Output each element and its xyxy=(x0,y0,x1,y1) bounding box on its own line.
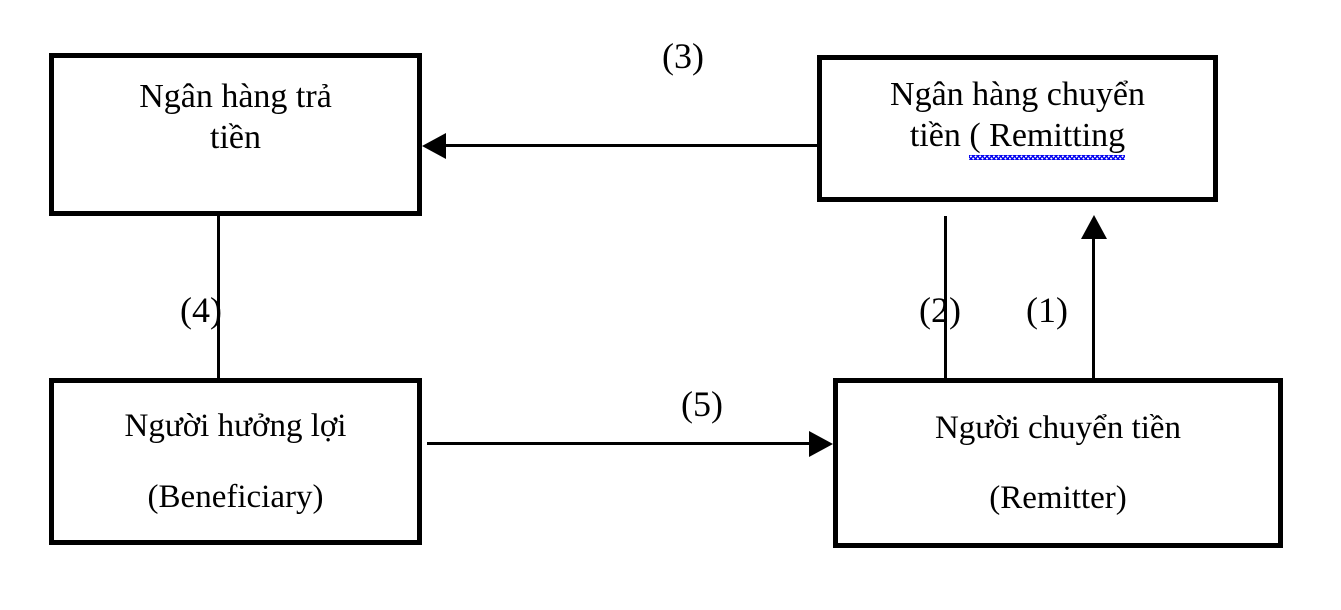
edge-3-arrowhead xyxy=(422,133,446,159)
node-remitter-line1: Người chuyển tiền xyxy=(934,409,1182,446)
edge-3-line xyxy=(444,144,819,147)
node-remitting-bank-line1: Ngân hàng chuyển xyxy=(890,76,1145,113)
node-paying-bank[interactable]: Ngân hàng trả tiền xyxy=(49,53,422,216)
node-beneficiary-line1: Người hưởng lợi xyxy=(124,408,347,445)
edge-5-label: (5) xyxy=(681,384,723,424)
edge-1-line xyxy=(1092,237,1095,379)
edge-2-line xyxy=(944,216,947,379)
edge-4-label: (4) xyxy=(180,290,222,330)
edge-1-arrowhead xyxy=(1081,215,1107,239)
edge-2-label: (2) xyxy=(919,290,961,330)
edge-5-arrowhead xyxy=(809,431,833,457)
node-beneficiary[interactable]: Người hưởng lợi (Beneficiary) xyxy=(49,378,422,545)
node-paying-bank-line2: tiền xyxy=(210,119,261,157)
spellcheck-underlined-text: ( Remitting xyxy=(969,115,1126,160)
node-remitting-bank-line2: tiền ( Remitting xyxy=(909,115,1126,160)
node-beneficiary-line2: (Beneficiary) xyxy=(147,478,324,515)
edge-5-line xyxy=(427,442,811,445)
node-remitter-line2: (Remitter) xyxy=(989,480,1127,516)
node-remitter[interactable]: Người chuyển tiền (Remitter) xyxy=(833,378,1283,548)
spellcheck-squiggle-icon xyxy=(969,154,1126,160)
edge-1-label: (1) xyxy=(1026,290,1068,330)
node-remitting-bank-line2-prefix: tiền xyxy=(909,117,970,155)
node-remitting-bank[interactable]: Ngân hàng chuyển tiền ( Remitting xyxy=(817,55,1218,202)
edge-3-label: (3) xyxy=(662,36,704,76)
node-paying-bank-line1: Ngân hàng trả xyxy=(139,78,332,115)
node-remitting-bank-line2-underlined: ( Remitting xyxy=(969,117,1126,155)
edge-4-line xyxy=(217,216,220,379)
